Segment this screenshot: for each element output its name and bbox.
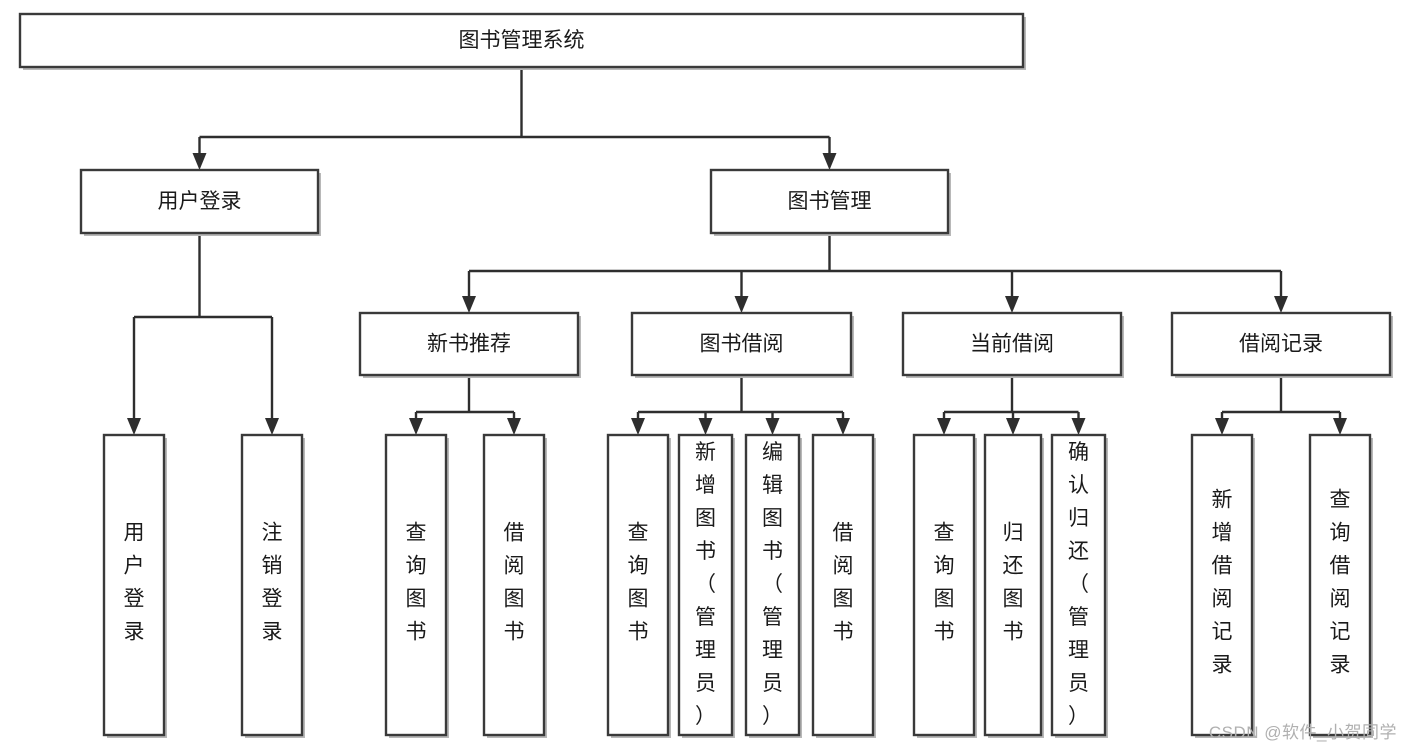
node-label: 借阅图书	[833, 522, 854, 644]
node-confirm-return-admin[interactable]: 确认归还（管理员）	[1050, 433, 1108, 738]
arrow-head-icon	[1215, 418, 1229, 435]
node-query-borrow-record[interactable]: 查询借阅记录	[1308, 433, 1373, 738]
node-root[interactable]: 图书管理系统	[18, 12, 1026, 70]
node-query-book-3[interactable]: 查询图书	[912, 433, 977, 738]
node-borrow-book-1[interactable]: 借阅图书	[482, 433, 547, 738]
arrow-head-icon	[698, 418, 713, 435]
arrow-head-icon	[937, 418, 951, 435]
node-label: 注销登录	[262, 522, 283, 644]
arrow-head-icon	[1006, 418, 1020, 435]
arrow-head-icon	[822, 153, 837, 170]
node-label: 用户登录	[124, 522, 145, 644]
arrow-head-icon	[1071, 418, 1086, 435]
arrow-head-icon	[1274, 296, 1288, 313]
node-user-logout-action[interactable]: 注销登录	[240, 433, 305, 738]
node-borrow-records[interactable]: 借阅记录	[1170, 311, 1393, 378]
node-label: 查询借阅记录	[1330, 489, 1351, 677]
node-current-borrow[interactable]: 当前借阅	[901, 311, 1124, 378]
node-label: 图书管理系统	[459, 29, 585, 52]
node-label: 查询图书	[934, 522, 955, 644]
node-new-book-recommend[interactable]: 新书推荐	[358, 311, 581, 378]
node-label: 当前借阅	[970, 333, 1054, 356]
arrow-head-icon	[765, 418, 780, 435]
node-label: 确认归还（管理员）	[1068, 441, 1089, 728]
node-label: 编辑图书（管理员）	[762, 441, 783, 728]
node-label: 新增借阅记录	[1212, 489, 1233, 677]
node-label: 查询图书	[628, 522, 649, 644]
nodes-layer: 图书管理系统用户登录用户登录注销登录图书管理新书推荐查询图书借阅图书图书借阅查询…	[18, 12, 1393, 738]
arrow-head-icon	[409, 418, 423, 435]
node-book-borrow[interactable]: 图书借阅	[630, 311, 854, 378]
node-label: 新增图书（管理员）	[695, 441, 716, 728]
arrow-head-icon	[836, 418, 850, 435]
node-query-book-1[interactable]: 查询图书	[384, 433, 449, 738]
arrow-head-icon	[631, 418, 645, 435]
node-label: 图书借阅	[700, 333, 784, 356]
node-label: 新书推荐	[427, 333, 511, 356]
node-add-book-admin[interactable]: 新增图书（管理员）	[677, 433, 735, 738]
arrow-head-icon	[192, 153, 207, 170]
arrow-head-icon	[1005, 296, 1019, 313]
node-label: 归还图书	[1003, 522, 1024, 644]
node-label: 用户登录	[158, 190, 242, 213]
node-label: 图书管理	[788, 190, 872, 213]
arrow-head-icon	[127, 418, 141, 435]
node-edit-book-admin[interactable]: 编辑图书（管理员）	[744, 433, 802, 738]
arrow-head-icon	[1333, 418, 1347, 435]
node-user-login[interactable]: 用户登录	[79, 168, 321, 236]
node-book-management[interactable]: 图书管理	[709, 168, 951, 236]
node-add-borrow-record[interactable]: 新增借阅记录	[1190, 433, 1255, 738]
node-label: 借阅图书	[504, 522, 525, 644]
connectors-layer	[127, 67, 1347, 435]
node-query-book-2[interactable]: 查询图书	[606, 433, 671, 738]
arrow-head-icon	[507, 418, 521, 435]
arrow-head-icon	[734, 296, 749, 313]
node-user-login-action[interactable]: 用户登录	[102, 433, 167, 738]
arrow-head-icon	[462, 296, 476, 313]
arrow-head-icon	[265, 418, 279, 435]
node-return-book[interactable]: 归还图书	[983, 433, 1044, 738]
node-label: 查询图书	[406, 522, 427, 644]
node-borrow-book-2[interactable]: 借阅图书	[811, 433, 876, 738]
node-label: 借阅记录	[1239, 333, 1323, 356]
watermark-label: CSDN @软件_小贺同学	[1208, 723, 1397, 742]
